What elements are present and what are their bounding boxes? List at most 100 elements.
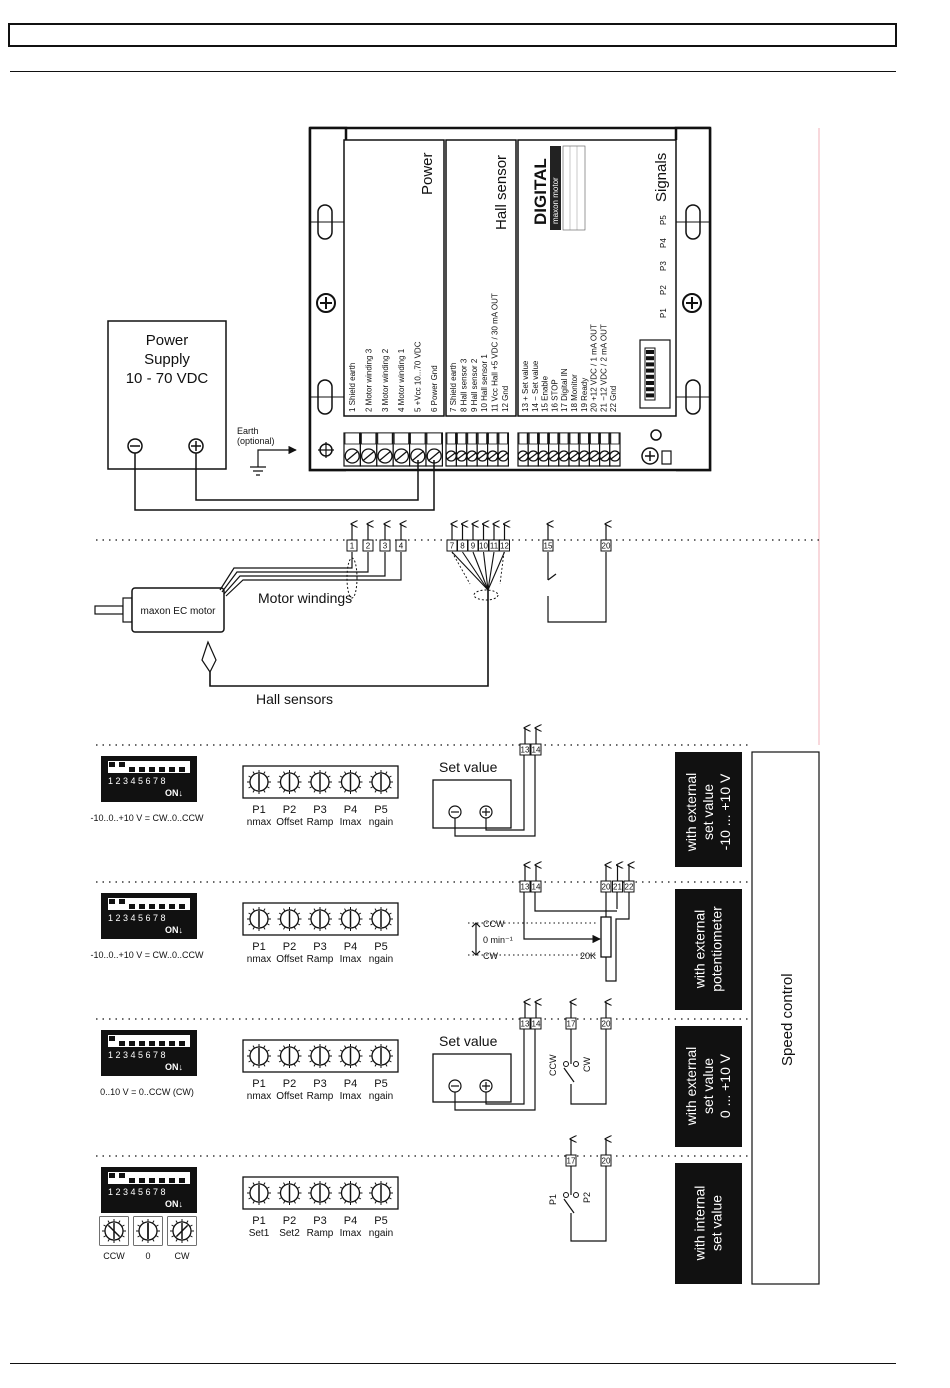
pot-function: Imax	[340, 1228, 362, 1239]
maker-label: maxon motor	[551, 177, 560, 224]
ec-motor	[94, 587, 225, 633]
terminal-number: 9	[471, 542, 476, 551]
speed-control-row: 1 2 3 4 5 6 7 8ON↓-10..0..+10 V = CW..0.…	[90, 865, 742, 1010]
signal-terminal-label: 21 −12 VDC / 2 mA OUT	[599, 324, 608, 412]
signal-terminal-label: 15 Enable	[541, 375, 550, 412]
set-value-label: Set value	[439, 759, 498, 775]
mode-label-line: potentiometer	[709, 906, 725, 992]
terminal-number: 17	[567, 1157, 576, 1166]
terminal-number: 4	[399, 542, 404, 551]
power-terminal-label: 4 Motor winding 1	[397, 348, 406, 412]
pot-name: P2	[283, 1215, 296, 1227]
terminal-number: 10	[479, 542, 488, 551]
mode-label-line: set value	[709, 1195, 725, 1251]
speed-control-title: Speed control	[779, 973, 796, 1066]
mode-label-line: with external	[683, 1047, 699, 1127]
set-value-label: Set value	[439, 1033, 498, 1049]
terminal-number: 7	[450, 542, 455, 551]
speed-control-row: 1 2 3 4 5 6 7 8ON↓0..10 V = 0..CCW (CW)P…	[100, 1002, 742, 1147]
board-pot-label: P2	[659, 285, 668, 295]
pot-function: Set1	[249, 1228, 270, 1239]
speed-control-row: 1 2 3 4 5 6 7 8ON↓P1Set1P2Set2P3RampP4Im…	[99, 1139, 742, 1284]
terminal-number: 8	[460, 542, 465, 551]
maker-badge	[550, 146, 561, 230]
terminal-number: 1	[350, 542, 355, 551]
ccw-label: CCW	[483, 919, 505, 929]
mode-label-line: 0 ... +10 V	[717, 1053, 733, 1118]
pot-name: P4	[344, 941, 357, 953]
motor-windings-label: Motor windings	[258, 590, 352, 606]
pot-name: P3	[313, 1215, 326, 1227]
mode-label-line: -10 ... +10 V	[717, 773, 733, 850]
terminal-number: 20	[602, 883, 611, 892]
signal-terminal-label: 13 + Set value	[521, 360, 530, 412]
power-terminal-label: 6 Power Gnd	[430, 365, 439, 412]
hall-terminal-label: 7 Shield earth	[449, 363, 458, 412]
terminal-number: 14	[532, 746, 541, 755]
terminal-number: 21	[613, 883, 622, 892]
pot-function: nmax	[247, 954, 271, 965]
terminal-number: 14	[532, 883, 541, 892]
pot-function: Ramp	[307, 1091, 334, 1102]
terminal-number: 20	[602, 542, 611, 551]
board-pot-label: P5	[659, 215, 668, 225]
pot-name: P3	[313, 941, 326, 953]
terminal-number: 12	[500, 542, 509, 551]
pot-name: P3	[313, 804, 326, 816]
pot-name: P1	[252, 804, 265, 816]
vcc-wire	[195, 453, 419, 501]
top-rule	[10, 71, 896, 72]
pot-name: P2	[283, 1078, 296, 1090]
pot-name: P5	[374, 941, 387, 953]
pot-function: nmax	[247, 1091, 271, 1102]
terminal-number: 22	[625, 883, 634, 892]
earth-label: Earth	[237, 426, 259, 436]
switch-label-cw: CW	[582, 1057, 592, 1072]
pot-name: P4	[344, 1215, 357, 1227]
external-potentiometer	[600, 916, 612, 958]
power-terminal-label: 2 Motor winding 3	[364, 348, 373, 412]
pot-name: P1	[252, 1078, 265, 1090]
pot-name: P5	[374, 1078, 387, 1090]
pot-function: nmax	[247, 817, 271, 828]
dip-caption: -10..0..+10 V = CW..0..CCW	[90, 950, 204, 960]
gnd-wire	[134, 453, 435, 511]
signal-terminal-label: 19 Ready	[580, 378, 589, 412]
pot-function: Ramp	[307, 954, 334, 965]
pot-function: ngain	[369, 817, 393, 828]
terminal-number: 17	[567, 1020, 576, 1029]
pot-function: ngain	[369, 954, 393, 965]
dial-label: CCW	[103, 1251, 125, 1261]
terminal-number: 20	[602, 1020, 611, 1029]
dip-caption: 0..10 V = 0..CCW (CW)	[100, 1087, 194, 1097]
signal-terminal-label: 17 Digital IN	[560, 368, 569, 412]
terminal-number: 14	[532, 1020, 541, 1029]
pot-name: P4	[344, 804, 357, 816]
pot-function: ngain	[369, 1091, 393, 1102]
hall-terminal-label: 11 Vcc Hall +5 VDC / 30 mA OUT	[491, 293, 500, 412]
pot-function: Offset	[276, 1091, 303, 1102]
pot-function: ngain	[369, 1228, 393, 1239]
signal-terminal-label: 18 Monitor	[570, 374, 579, 412]
motor-label: maxon EC motor	[140, 606, 216, 617]
signal-terminal-label: 22 Gnd	[609, 386, 618, 412]
power-supply-line3: 10 - 70 VDC	[126, 370, 209, 387]
dip-on-label: ON↓	[165, 925, 183, 935]
dial-label: CW	[175, 1251, 190, 1261]
power-terminal-label: 1 Shield earth	[348, 363, 357, 412]
dial-label: 0	[145, 1251, 150, 1261]
switch-label-p2: P2	[582, 1192, 592, 1203]
mode-label-line: set value	[700, 784, 716, 840]
hall-terminal-label: 8 Hall sensor 3	[459, 358, 468, 412]
board-pot-label: P3	[659, 261, 668, 271]
signal-terminal-label: 20 +12 VDC / 1 mA OUT	[590, 324, 599, 412]
terminal-number: 13	[521, 1020, 530, 1029]
pot-name: P2	[283, 804, 296, 816]
terminal-number: 2	[366, 542, 371, 551]
pot-function: Offset	[276, 954, 303, 965]
